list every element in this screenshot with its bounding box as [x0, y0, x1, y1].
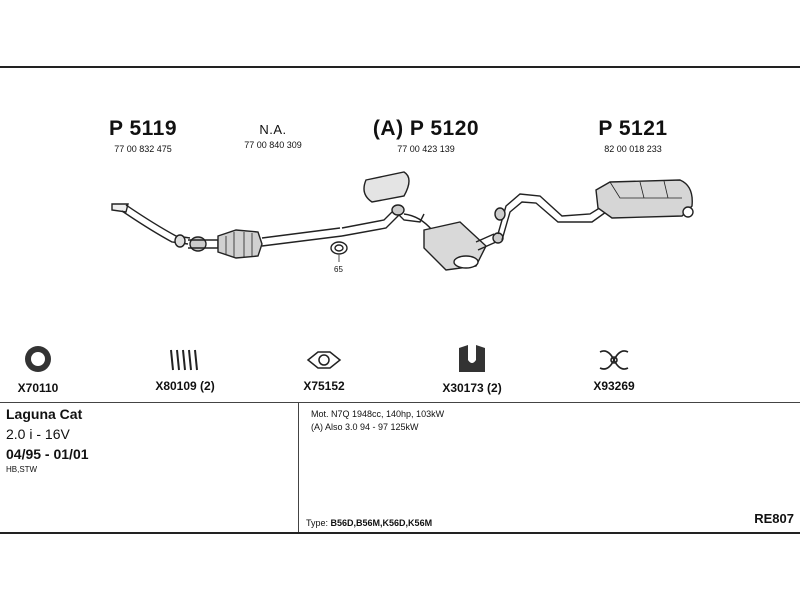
clamp-icon	[599, 350, 629, 370]
type-codes: B56D,B56M,K56D,K56M	[330, 518, 433, 528]
diagram-frame	[0, 66, 800, 534]
column-divider	[298, 403, 299, 532]
part-p5120[interactable]: (A) P 5120 77 00 423 139	[366, 117, 486, 154]
vehicle-body-types: HB,STW	[6, 465, 38, 474]
part-number: 77 00 423 139	[397, 144, 455, 154]
part-title: P 5119	[108, 117, 178, 140]
exhaust-system-diagram: 65	[111, 171, 694, 274]
accessory-x70110[interactable]: X70110	[8, 342, 68, 395]
type-prefix: Type:	[306, 518, 329, 528]
spring-icon	[170, 349, 198, 371]
accessory-label: X80109 (2)	[155, 379, 215, 393]
accessory-label: X70110	[17, 381, 59, 395]
reference-code: RE807	[754, 511, 794, 526]
ring-gasket-icon	[25, 346, 51, 372]
notes: Mot. N7Q 1948cc, 140hp, 103kW (A) Also 3…	[311, 408, 444, 434]
note-engine: Mot. N7Q 1948cc, 140hp, 103kW	[311, 409, 445, 419]
note-also: (A) Also 3.0 94 - 97 125kW	[311, 422, 419, 432]
clamp-65[interactable]	[330, 241, 348, 262]
accessory-x30173[interactable]: X30173 (2)	[434, 342, 510, 395]
rear-silencer-p5121[interactable]	[492, 179, 694, 244]
vehicle-model: Laguna Cat	[6, 406, 83, 422]
part-title: N.A.	[259, 122, 287, 137]
part-title: P 5121	[598, 117, 668, 140]
part-number: 77 00 832 475	[114, 144, 172, 154]
vehicle-years: 04/95 - 01/01	[6, 446, 89, 462]
accessory-x75152[interactable]: X75152	[292, 346, 356, 393]
clamp-callout: 65	[334, 265, 343, 274]
centre-silencer-p5120[interactable]	[341, 171, 497, 271]
accessory-x93269[interactable]: X93269	[584, 346, 644, 393]
accessory-label: X93269	[593, 379, 635, 393]
flange-gasket-icon	[306, 351, 342, 369]
part-number: 82 00 018 233	[604, 144, 662, 154]
accessory-label: X75152	[303, 379, 345, 393]
part-p5119[interactable]: P 5119 77 00 832 475	[98, 117, 188, 154]
vehicle-info: Laguna Cat 2.0 i - 16V 04/95 - 01/01 HB,…	[6, 406, 291, 474]
rubber-mount-icon	[459, 345, 485, 372]
part-title: (A) P 5120	[372, 117, 480, 140]
part-number: 77 00 840 309	[244, 140, 302, 150]
part-na[interactable]: N.A. 77 00 840 309	[228, 122, 318, 150]
type-line: Type: B56D,B56M,K56D,K56M	[306, 518, 432, 528]
accessory-x80109[interactable]: X80109 (2)	[140, 346, 230, 393]
section-divider	[0, 402, 800, 403]
vehicle-engine: 2.0 i - 16V	[6, 426, 70, 442]
front-pipe[interactable]	[111, 203, 343, 259]
accessory-label: X30173 (2)	[442, 381, 502, 395]
part-p5121[interactable]: P 5121 82 00 018 233	[588, 117, 678, 154]
